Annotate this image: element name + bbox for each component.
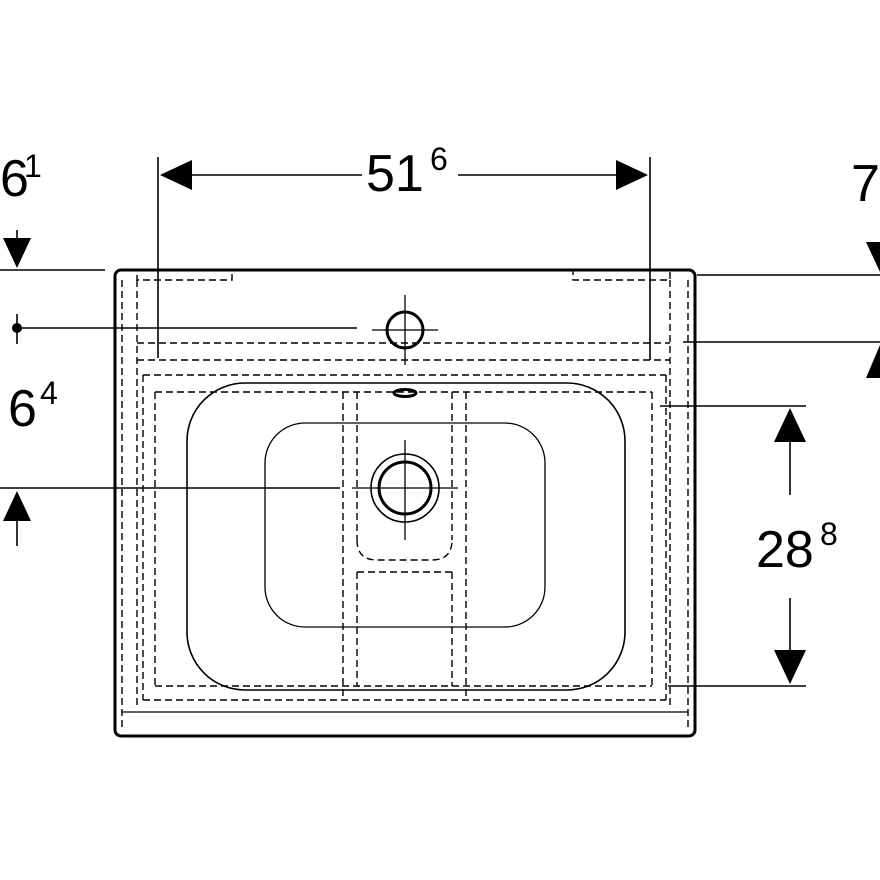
tap-hole xyxy=(372,295,438,365)
depth-arrowhead-up xyxy=(774,408,806,442)
right-top-value: 7 xyxy=(851,155,880,213)
right-top-arrowhead-down xyxy=(866,242,880,272)
width-arrowhead-left xyxy=(160,160,192,190)
overflow-opening xyxy=(392,388,418,398)
left-middle-dimension: 6 4 xyxy=(0,375,340,546)
left-top-value-superscript: 1 xyxy=(24,148,42,184)
top-right-mount-slot xyxy=(572,269,671,281)
left-top-dimension: 6 1 xyxy=(0,148,105,271)
width-arrowhead-right xyxy=(616,160,648,190)
depth-arrowhead-down xyxy=(774,650,806,684)
right-top-arrowhead-up xyxy=(866,345,880,378)
top-left-mount-slot xyxy=(136,269,233,281)
basin-body xyxy=(113,268,697,738)
top-width-dimension: 51 6 xyxy=(157,141,651,360)
basin-outer-outline xyxy=(113,268,697,738)
left-top-value: 6 xyxy=(0,150,29,208)
width-value-superscript: 6 xyxy=(430,141,448,177)
left-bottom-arrowhead-up xyxy=(3,491,31,521)
right-depth-dimension: 28 8 xyxy=(660,405,838,687)
right-top-dimension: 7 xyxy=(683,155,880,378)
overflow-channel-bottom-curve xyxy=(356,539,453,561)
left-top-arrowhead-down xyxy=(3,238,31,268)
tap-hole-leader xyxy=(12,314,357,344)
depth-value-superscript: 8 xyxy=(820,516,838,552)
basin-bowl-inner xyxy=(264,422,546,628)
basin-bowl-outer xyxy=(186,382,626,691)
width-value: 51 xyxy=(366,145,424,203)
left-middle-value-superscript: 4 xyxy=(40,375,58,411)
depth-value: 28 xyxy=(756,521,814,579)
left-middle-value: 6 xyxy=(8,380,37,438)
drain xyxy=(352,440,458,540)
